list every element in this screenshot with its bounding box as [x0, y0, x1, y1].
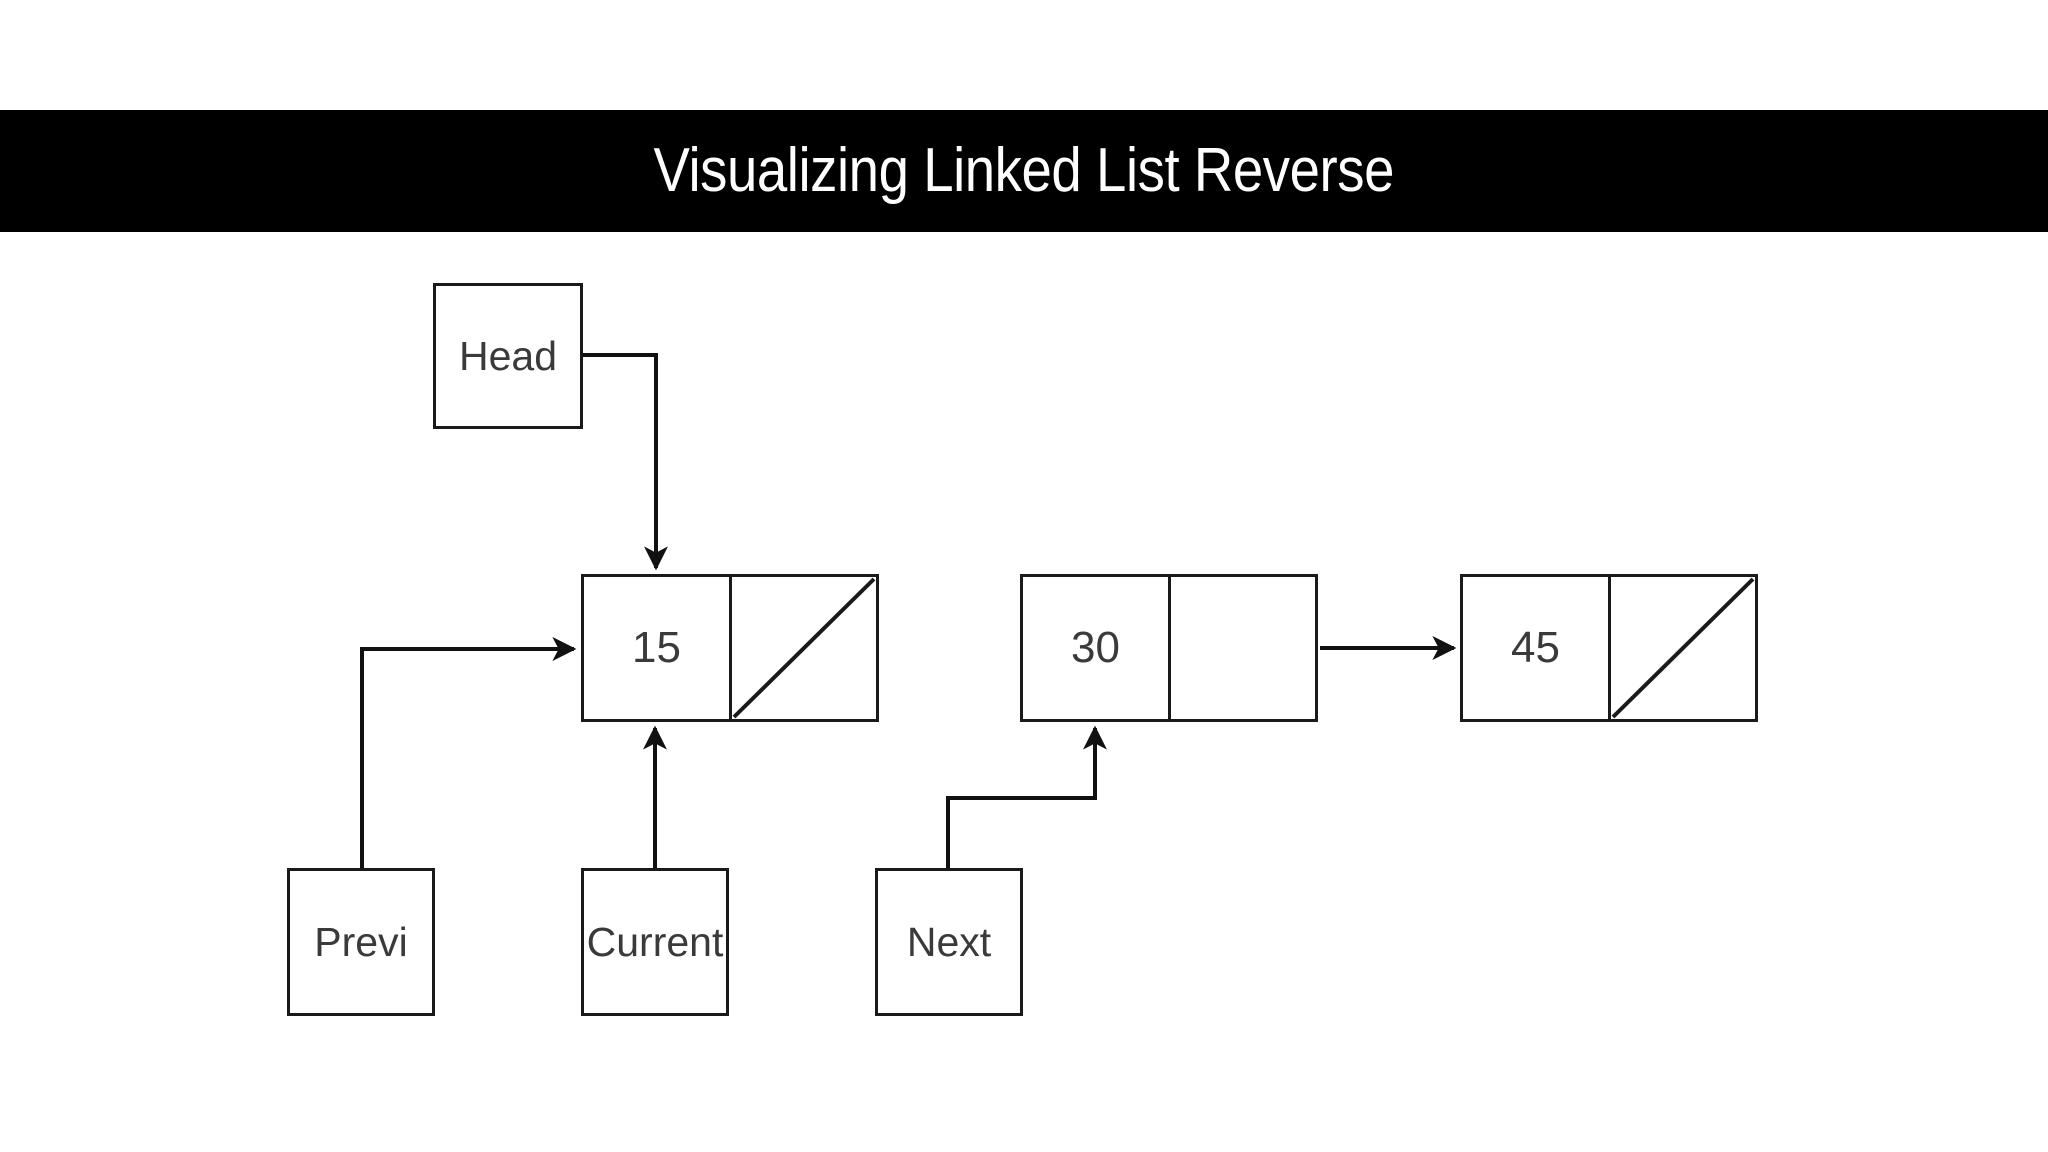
edge-next-to-node30 [946, 725, 1107, 868]
current-pointer-label: Current [586, 918, 724, 965]
edge-head-to-node15 [582, 353, 668, 571]
node-next-cell [1171, 577, 1315, 719]
previous-pointer-box[interactable]: Previ [287, 868, 435, 1016]
head-pointer-label: Head [458, 332, 557, 379]
node-data-cell: 45 [1463, 577, 1611, 719]
page-title: Visualizing Linked List Reverse [653, 136, 1395, 205]
node-next-cell [732, 577, 876, 719]
head-pointer-box[interactable]: Head [433, 283, 583, 429]
list-node-30[interactable]: 30 [1020, 574, 1318, 722]
list-node-15[interactable]: 15 [581, 574, 879, 722]
next-pointer-box[interactable]: Next [875, 868, 1023, 1016]
list-node-45[interactable]: 45 [1460, 574, 1758, 722]
previous-pointer-label: Previ [314, 918, 408, 965]
title-bar: Visualizing Linked List Reverse [0, 110, 2048, 232]
node-data-cell: 15 [584, 577, 732, 719]
edge-previ-to-node15 [360, 637, 577, 868]
current-pointer-box[interactable]: Current [581, 868, 729, 1016]
node-value: 15 [632, 623, 681, 672]
node-value: 30 [1071, 623, 1120, 672]
null-slash-icon [732, 577, 876, 719]
null-slash-icon [1611, 577, 1755, 719]
node-data-cell: 30 [1023, 577, 1171, 719]
node-next-cell [1611, 577, 1755, 719]
node-value: 45 [1511, 623, 1560, 672]
next-pointer-label: Next [906, 918, 992, 965]
